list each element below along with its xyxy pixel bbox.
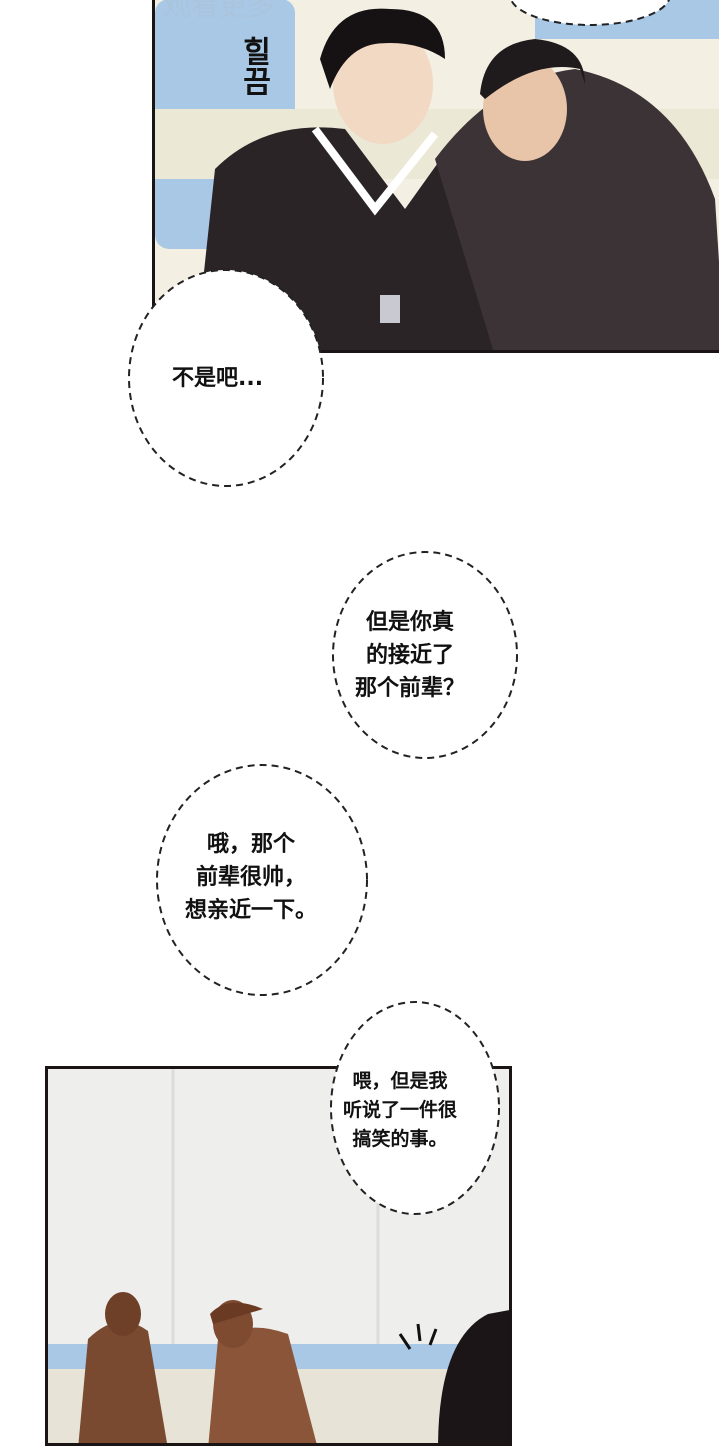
bubble-4-outline	[330, 1001, 500, 1215]
bubble-line: 那个前辈？	[355, 676, 466, 701]
bubble-1-outline	[128, 269, 324, 487]
background-person-right	[208, 1327, 317, 1443]
character-hair	[320, 8, 445, 90]
bubble-3-outline	[156, 764, 368, 996]
bubble-line: 前辈很帅，	[196, 865, 307, 890]
bubble-line: 不是吧...	[172, 366, 264, 391]
bubble-line: 听说了一件很	[343, 1099, 458, 1121]
speech-bubble-1: 不是吧...	[172, 362, 263, 395]
speech-bubble-3: 哦，那个 前辈很帅， 想亲近一下。	[185, 828, 317, 927]
watermark: 观看更多	[163, 0, 276, 22]
character-face	[333, 24, 433, 144]
speech-bubble-2: 但是你真 的接近了 那个前辈？	[355, 606, 465, 705]
bubble-line: 喂，但是我	[352, 1070, 448, 1092]
speech-bubble-4: 喂，但是我 听说了一件很 搞笑的事。	[343, 1067, 457, 1154]
card	[380, 295, 400, 323]
bubble-line: 但是你真	[366, 610, 455, 635]
bubble-line: 搞笑的事。	[352, 1128, 448, 1150]
foreground-character-hair	[438, 1310, 509, 1443]
sound-effect: 힐끔	[236, 36, 271, 96]
bubble-line: 想亲近一下。	[185, 898, 318, 923]
bubble-line: 的接近了	[366, 643, 455, 668]
bubble-2-outline	[332, 551, 518, 759]
background-person-left	[78, 1321, 167, 1443]
black-cap	[480, 39, 585, 99]
panel-2-artwork	[48, 1069, 509, 1443]
bubble-line: 哦，那个	[207, 832, 296, 857]
